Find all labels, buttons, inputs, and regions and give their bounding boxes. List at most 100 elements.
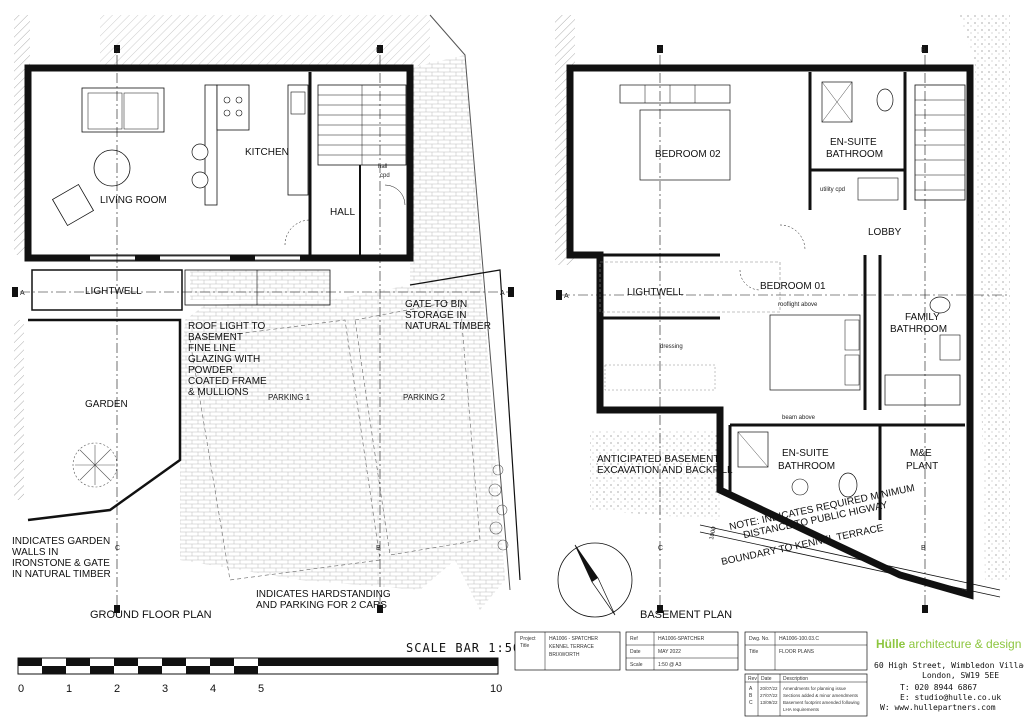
firm-name: Hülle architecture & design [876, 637, 1021, 651]
label-dressing: dressing [660, 344, 683, 350]
scale-bar-title: SCALE BAR 1:50 [406, 641, 521, 655]
label-me-1: M&E [910, 448, 932, 459]
label-utility: utility cpd [820, 187, 845, 193]
planting-strip [488, 464, 509, 551]
note-garden-walls-1: INDICATES GARDEN [12, 536, 110, 547]
note-hardstanding-2: AND PARKING FOR 2 CARS [256, 600, 387, 611]
note-rooflight-5: POWDER [188, 365, 233, 376]
north-arrow [557, 542, 633, 618]
kitchen-worktop [287, 84, 309, 196]
ground-floor-labels: LIVING ROOM KITCHEN HALL hall cpd LIGHTW… [12, 47, 505, 621]
note-rooflight-4: GLAZING WITH [188, 354, 260, 365]
dressing-rail [604, 364, 716, 391]
kitchen-island [204, 84, 218, 206]
firm-email: E: studio@hulle.co.uk [900, 693, 1001, 702]
title-value: FLOOR PLANS [779, 649, 815, 655]
project-label-1: Project [520, 636, 536, 642]
wardrobe [619, 84, 731, 104]
note-gate-1: GATE TO BIN [405, 299, 467, 310]
coffee-table [93, 149, 131, 187]
label-hall-cpd-2: cpd [380, 173, 390, 179]
utility-cupboard [857, 177, 899, 201]
top-boundary-hatch [100, 15, 430, 70]
label-lobby: LOBBY [868, 227, 902, 238]
project-value-3: BRIXWORTH [549, 652, 580, 658]
rev-b-date: 27/07/22 [760, 693, 778, 698]
garden-boundary [27, 318, 182, 522]
firm-address-1: 60 High Street, Wimbledon Village, [874, 661, 1024, 670]
rev-c-date: 13/09/22 [760, 700, 778, 705]
scale-tick-5: 5 [258, 683, 264, 695]
title-label: Title [749, 649, 758, 655]
label-hall-cpd-1: hall [378, 164, 387, 170]
note-garden-walls-3: IRONSTONE & GATE [12, 558, 110, 569]
scale-tick-0: 0 [18, 683, 24, 695]
rooflight-above [599, 261, 781, 313]
bed-02 [639, 109, 731, 181]
rev-b: B [749, 693, 753, 699]
rev-a-desc: Amendments for planning issue [783, 686, 847, 691]
label-beam-above: beam above [782, 415, 816, 421]
garden-tree [72, 442, 118, 488]
project-value-2: KENNEL TERRACE [549, 644, 595, 650]
firm-tel: T: 020 8944 6867 [900, 683, 977, 692]
label-living-room: LIVING ROOM [100, 195, 167, 206]
rev-a-date: 20/07/22 [760, 686, 778, 691]
date-label: Date [630, 649, 641, 655]
label-family-1: FAMILY [905, 312, 940, 323]
note-rooflight-3: FINE LINE [188, 343, 236, 354]
wc-family [929, 296, 951, 314]
label-ensuite-top-1: EN-SUITE [830, 137, 877, 148]
label-ensuite-top-2: BATHROOM [826, 149, 883, 160]
ground-stair [317, 84, 407, 166]
rooflight-outline [184, 269, 331, 306]
label-ensuite-bot-1: EN-SUITE [782, 448, 829, 459]
scale-tick-1: 1 [66, 683, 72, 695]
note-rooflight-1: ROOF LIGHT TO [188, 321, 265, 332]
bed-01 [769, 314, 861, 391]
project-value-1: HA1006 - SPATCHER [549, 636, 598, 642]
bsmt-section-c-bottom: C [658, 545, 663, 552]
firm-address-2: London, SW19 5EE [922, 671, 999, 680]
hardstanding-paving [180, 55, 505, 610]
bsmt-section-c-top: C [658, 47, 663, 54]
basement-plan [555, 15, 1010, 618]
project-label-2: Title [520, 643, 529, 649]
scale-label: Scale [630, 662, 643, 668]
rev-c-desc: Basement footprint amended following [783, 700, 860, 705]
note-excavation-1: ANTICIPATED BASEMENT [597, 454, 719, 465]
note-dimension: 1000 [709, 525, 718, 540]
bsmt-section-b-top: B [921, 47, 926, 54]
rev-a: A [749, 686, 753, 692]
scale-bar: SCALE BAR 1:50 0 1 2 3 4 5 10 [17, 641, 521, 695]
dwg-value: HA1006-100.03.C [779, 636, 819, 642]
ground-floor-plan [12, 14, 521, 613]
wc-bottom [838, 472, 858, 498]
scale-value: 1:50 @ A3 [658, 662, 682, 668]
ref-label: Ref [630, 636, 638, 642]
rev-header-date: Date [761, 676, 772, 682]
title-block: Project Title HA1006 - SPATCHER KENNEL T… [514, 631, 868, 717]
section-c-top: C [115, 47, 120, 54]
section-c-bottom: C [115, 545, 120, 552]
parking-bay-1 [189, 319, 381, 581]
scale-tick-3: 3 [162, 683, 168, 695]
firm-name-rest: architecture & design [905, 637, 1021, 651]
note-garden-walls-4: IN NATURAL TIMBER [12, 569, 111, 580]
rev-c-desc-2: LHA requirements [783, 707, 820, 712]
label-parking-2: PARKING 2 [403, 393, 446, 402]
section-a-left: A [20, 290, 25, 297]
label-ground-lightwell: LIGHTWELL [85, 286, 142, 297]
note-rooflight-2: BASEMENT [188, 332, 243, 343]
note-gate-3: NATURAL TIMBER [405, 321, 491, 332]
excavation-area [590, 430, 720, 520]
ground-floor-plan-title: GROUND FLOOR PLAN [90, 609, 212, 621]
label-bedroom-02: BEDROOM 02 [655, 149, 721, 160]
scale-tick-2: 2 [114, 683, 120, 695]
rev-header-desc: Description [783, 676, 808, 682]
label-basement-lightwell: LIGHTWELL [627, 287, 684, 298]
firm-web: W: www.hullepartners.com [880, 703, 996, 712]
firm-name-bold: Hülle [876, 637, 906, 651]
note-rooflight-7: & MULLIONS [188, 387, 249, 398]
